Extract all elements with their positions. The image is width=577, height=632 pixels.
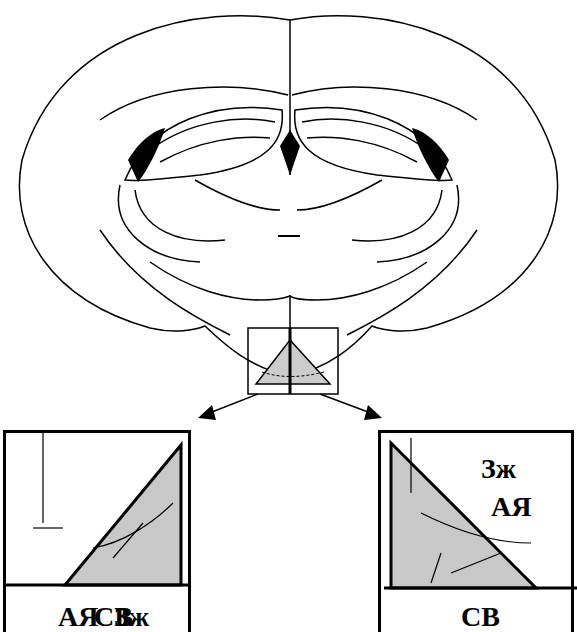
region-label: АЯ [58,603,98,631]
inset-box: ЗжАЯСВ [3,430,191,632]
region-label: Зж [481,455,516,483]
region-label: СВ [461,603,500,631]
region-label: АЯ [491,493,531,521]
inset-box: ЗжАЯ СВ [378,430,574,632]
region-label: СВ [94,603,133,631]
